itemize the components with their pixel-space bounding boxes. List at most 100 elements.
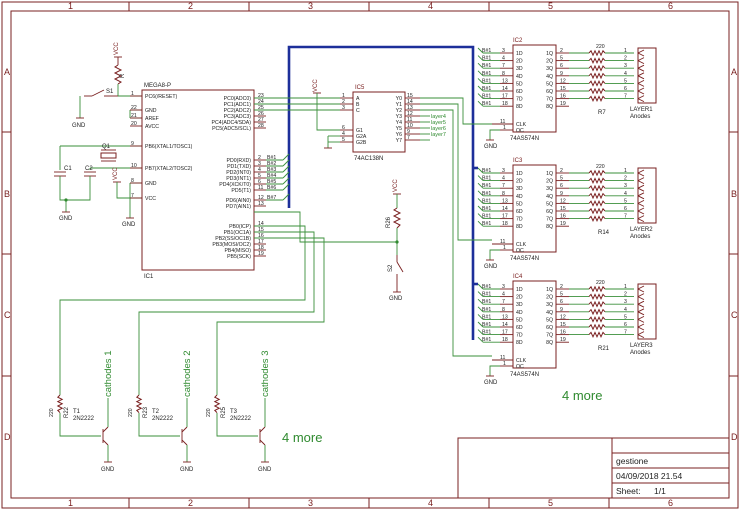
connector-contact	[637, 60, 645, 65]
base-resistor-ref: R25	[221, 406, 227, 418]
latch-q-pin-num: 2	[560, 284, 563, 290]
connector-pin-num: 2	[624, 176, 627, 182]
connector-contact	[637, 296, 645, 301]
anode-connector	[637, 47, 657, 104]
mcu-left-pin-name: GND	[145, 181, 157, 187]
bus-entry	[477, 167, 484, 174]
latch-d-pin-name: 5D	[516, 201, 523, 207]
connector-contact	[637, 75, 645, 80]
switch2-circuit: VCC R26 S2 GND	[254, 179, 404, 302]
connector-contact	[637, 285, 645, 290]
connector-pin-num: 7	[624, 94, 627, 100]
crystal	[100, 152, 117, 159]
vcc-label: VCC	[313, 79, 319, 92]
anode-resistor	[588, 87, 606, 95]
mcu-left-pin-num: 9	[131, 141, 134, 147]
mcu-right-pin-num: 5	[258, 173, 261, 179]
bus-entry	[477, 291, 484, 297]
bus-entry	[477, 47, 484, 54]
anode-resistor	[588, 169, 606, 177]
switch2-label: S2	[388, 264, 394, 272]
latch-q-pin-num: 16	[560, 94, 566, 100]
mcu-right-pin-name: PC2(ADC2)	[224, 108, 252, 114]
mcu-right-pin-num: 23	[258, 93, 264, 99]
decoder-out-pin-num: 11	[407, 117, 412, 123]
base-resistor-value: 220	[206, 408, 212, 417]
latch-q-pin-num: 2	[560, 168, 563, 174]
bus-entry	[477, 85, 484, 92]
latch-ref: IC3	[513, 158, 523, 164]
bus-net-label: B#1	[482, 330, 491, 336]
mcu-left-pin-num: 21	[131, 113, 137, 119]
connector-contact	[637, 64, 645, 69]
latch-d-pin-name: 6D	[516, 209, 523, 215]
latch-d-pin-num: 7	[502, 299, 505, 305]
bus-net-label: B#4	[267, 173, 276, 179]
mcu-right-pin-num: 16	[258, 233, 264, 239]
mcu-left-pin-num: 20	[131, 121, 137, 127]
row-label: C	[731, 310, 738, 320]
oc-ground-wire	[489, 249, 500, 260]
latch-clk-pin-name: CLK	[516, 122, 527, 128]
bus-net-label: B#1	[482, 191, 491, 197]
latch-d-pin-num: 17	[502, 214, 508, 220]
latch-d-pin-num: 7	[502, 63, 505, 69]
mcu-right-pin-name: PD7(AIN1)	[226, 204, 251, 210]
decoder-part: 74AC138N	[354, 156, 383, 162]
bus-entry	[477, 314, 484, 320]
r26-label: R26	[386, 216, 392, 228]
connector-contact	[637, 202, 645, 207]
row-label: D	[4, 432, 11, 442]
decoder-in-pin-name: G2A	[356, 134, 367, 140]
transistor-collector	[259, 426, 266, 433]
resistor-value: 220	[596, 164, 605, 170]
latch-d-pin-name: 1D	[516, 287, 523, 293]
latch-d-pin-name: 8D	[516, 340, 523, 346]
latch-q-pin-name: 4Q	[546, 74, 553, 80]
latch-q-pin-num: 12	[560, 78, 566, 84]
connector-pin-num: 3	[624, 183, 627, 189]
decoder-in-pin-name: G2B	[356, 140, 367, 146]
connector-pin-num: 5	[624, 78, 627, 84]
resistor-value: 220	[596, 44, 605, 50]
connector-pin-num: 7	[624, 330, 627, 336]
mcu-right-pin-num: 25	[258, 105, 264, 111]
connector-pin-num: 7	[624, 214, 627, 220]
row-label: B	[731, 189, 737, 199]
latch-q-pin-name: 3Q	[546, 66, 553, 72]
latch-oc-pin-name: OC	[516, 364, 524, 370]
latch-q-pin-num: 6	[560, 299, 563, 305]
mcu-left-pin-name: GND	[145, 108, 157, 114]
resistor-ref: R14	[598, 230, 610, 236]
latch-d-pin-name: 5D	[516, 317, 523, 323]
latch-q-pin-name: 5Q	[546, 317, 553, 323]
mcu-right-pins: PC0(ADC0)23PC1(ADC1)24PC2(ADC2)25PC3(ADC…	[212, 93, 266, 260]
bus-entry	[477, 213, 484, 219]
resistor-ref: R7	[598, 110, 606, 116]
latch-q-pin-name: 3Q	[546, 186, 553, 192]
latch-oc-pin-name: OC	[516, 248, 524, 254]
bus-net-label: B#6	[267, 185, 276, 191]
bus-net-label: B#1	[482, 206, 491, 212]
connector-contact	[637, 52, 645, 57]
gnd-label: GND	[389, 296, 403, 302]
resistor-ref: R21	[598, 346, 610, 352]
mcu-right-pin-name: PD4(XCK/T0)	[219, 182, 251, 188]
latch-q-pin-num: 6	[560, 183, 563, 189]
col-label: 1	[68, 1, 73, 11]
connector-contact	[637, 210, 645, 215]
bus-entry	[477, 182, 484, 189]
anode-resistor	[588, 64, 606, 72]
connector-contact	[637, 318, 645, 323]
gnd-label: GND	[484, 144, 498, 150]
connector-contact	[637, 172, 645, 177]
bus-entry	[477, 298, 484, 305]
col-label: 6	[668, 498, 673, 508]
latch-d-pin-num: 7	[502, 183, 505, 189]
latch-ref: IC4	[513, 274, 523, 280]
latch-q-pin-name: 7Q	[546, 217, 553, 223]
gnd-label: GND	[484, 380, 498, 386]
latch-q-pin-name: 2Q	[546, 179, 553, 185]
bus-entry	[477, 190, 484, 197]
latch-q-pin-name: 7Q	[546, 97, 553, 103]
